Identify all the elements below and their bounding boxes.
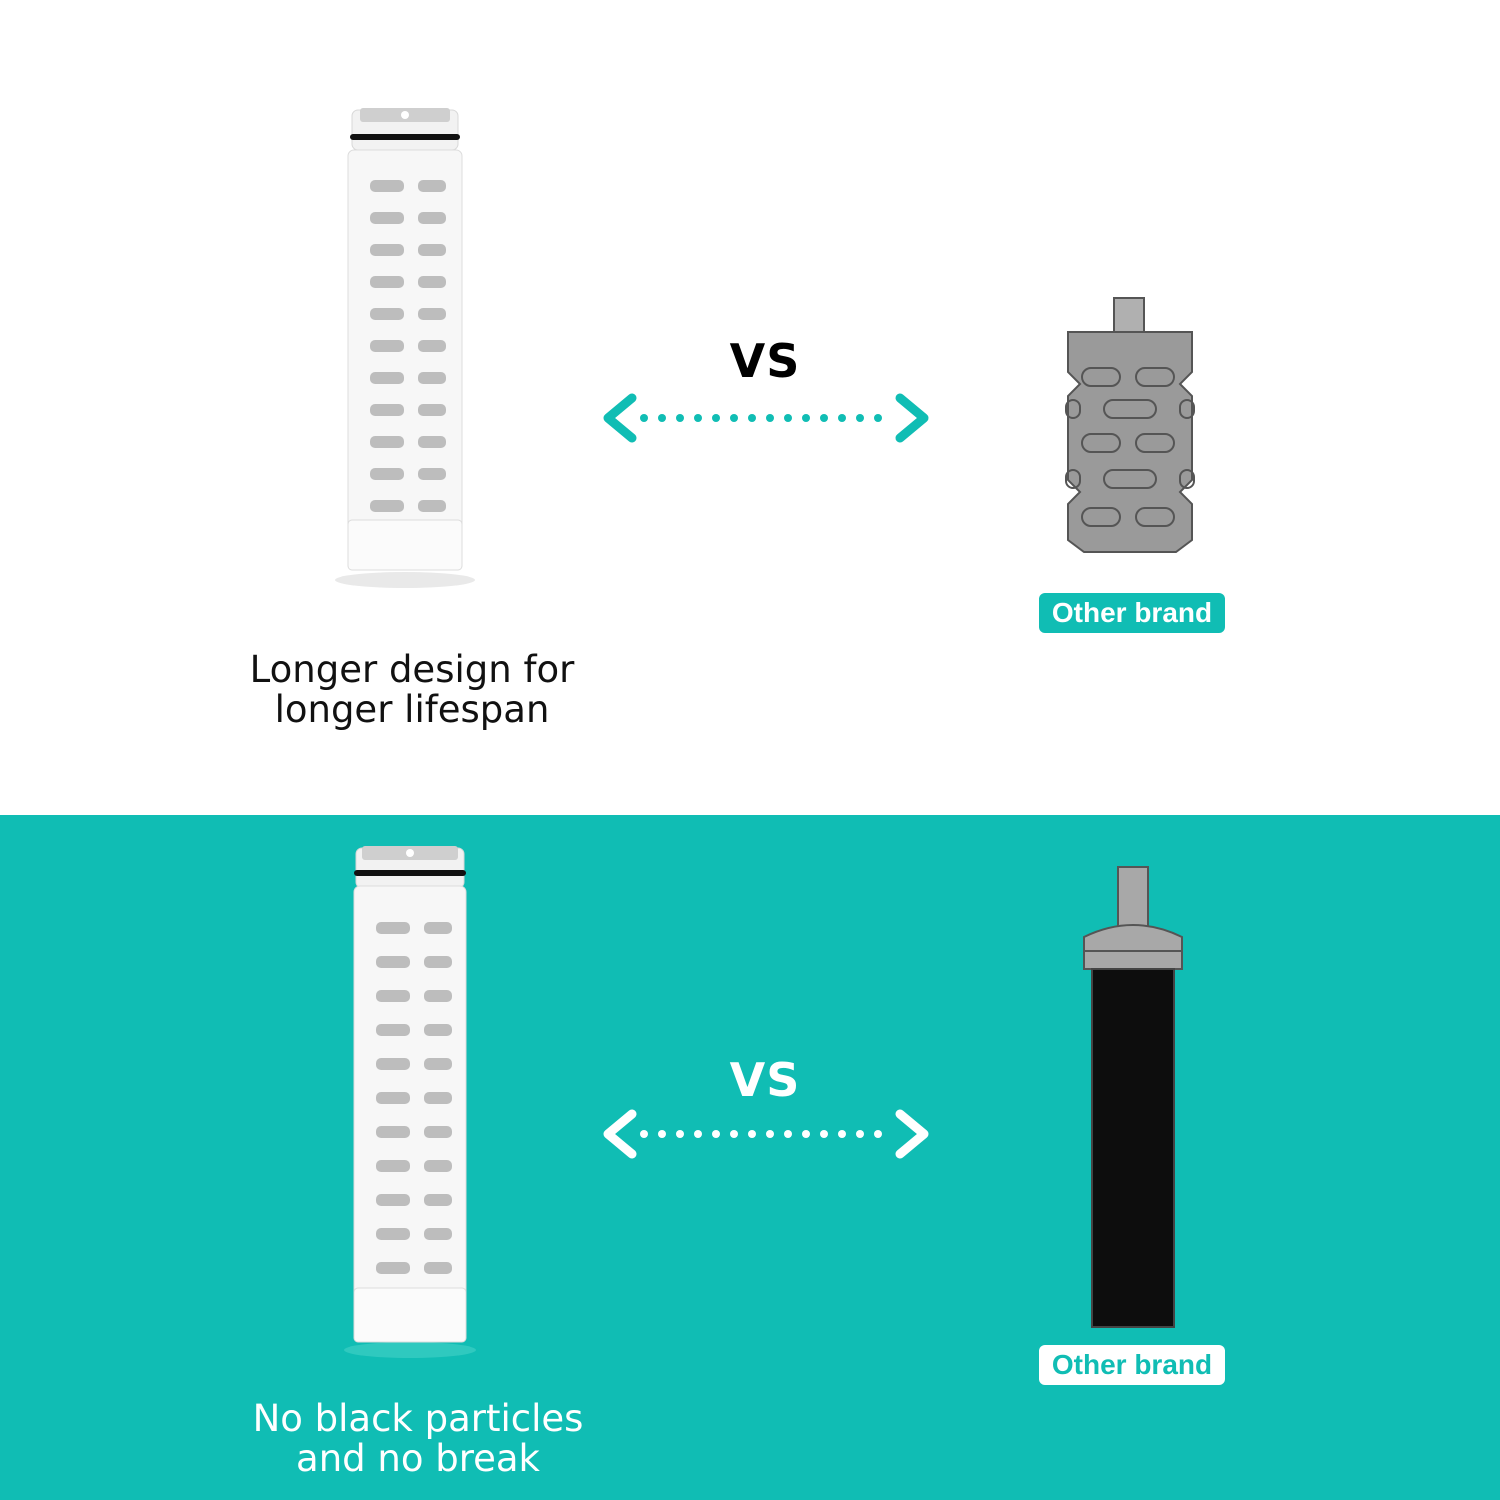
- short-gray-filter-image: [1065, 297, 1195, 553]
- vs-label-top: VS: [729, 334, 801, 388]
- caption-top-line1: Longer design for: [249, 648, 575, 691]
- other-brand-badge-bottom: Other brand: [1039, 1345, 1225, 1385]
- caption-bottom-line2: and no break: [296, 1437, 540, 1480]
- top-comparison-panel: VS Other brand Longer design for longer …: [202, 108, 1225, 730]
- caption-bottom: No black particles and no break: [208, 1399, 628, 1479]
- long-filter-image-top: [335, 108, 475, 588]
- vs-label-bottom: VS: [729, 1053, 801, 1107]
- double-arrow-icon-top: [603, 393, 929, 443]
- caption-top-line2: longer lifespan: [274, 688, 550, 731]
- black-filter-image: [1083, 866, 1183, 1328]
- long-filter-image-bottom: [344, 846, 476, 1358]
- other-brand-badge-top: Other brand: [1039, 593, 1225, 633]
- caption-top: Longer design for longer lifespan: [202, 650, 622, 730]
- double-arrow-icon-bottom: [603, 1109, 929, 1159]
- caption-bottom-line1: No black particles: [252, 1397, 584, 1440]
- bottom-comparison-panel: VS Other brand No black particles and no…: [0, 815, 1500, 1500]
